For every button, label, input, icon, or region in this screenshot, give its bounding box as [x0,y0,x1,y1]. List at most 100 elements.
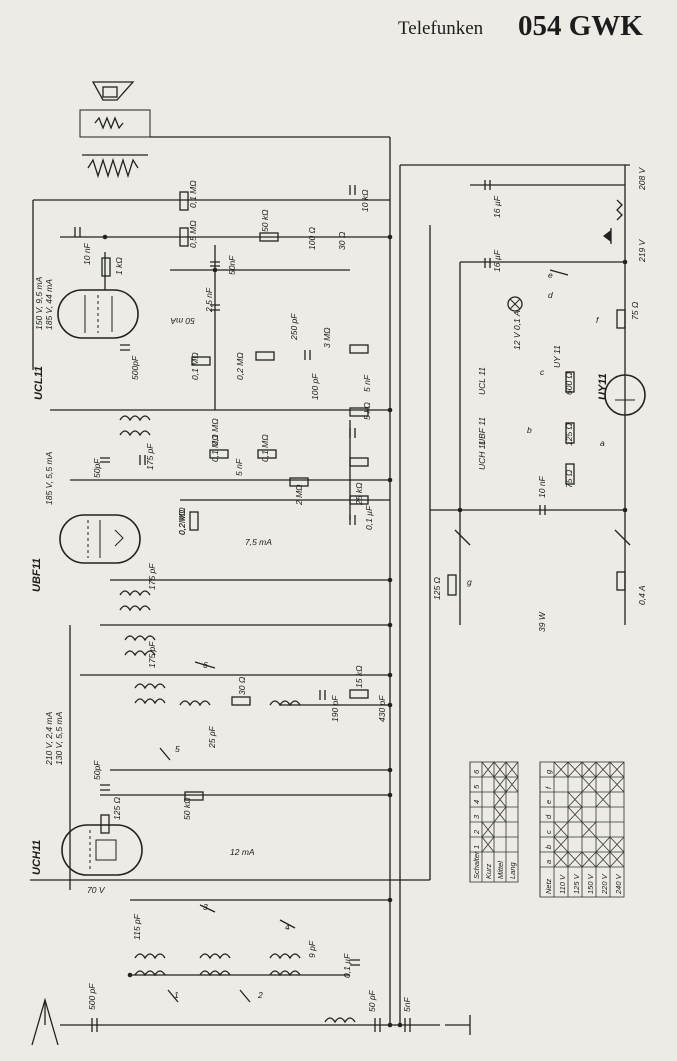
table-x-mark [581,851,597,868]
switch-label: a [600,438,605,448]
main-wiring [30,136,630,1026]
table-row-label: 110 V [558,874,567,894]
switch-label: c [540,367,545,377]
component-value: 50nF [227,255,237,275]
table-row-label: 125 V [572,873,581,894]
switch-label: 5 [175,744,180,754]
operating-point: 7,5 mA [245,537,272,547]
table-header-cell: Netz [544,878,553,894]
switch-label: 6 [203,660,208,670]
table-header-cell: 4 [472,800,481,804]
table-header-cell: Schalter [472,851,481,879]
component-value: 75 Ω [630,301,640,320]
model-label: 054 GWK [518,10,643,42]
power-rating: 39 W [537,611,547,632]
output-transformer [82,154,148,179]
switch-label: e [548,270,553,280]
tube-label-ucl11: UCL11 [33,366,45,400]
table-x-mark [595,851,611,868]
table-header-cell: a [544,860,553,864]
table-x-mark [567,761,583,778]
component-value: 250 pF [289,313,299,341]
table-x-mark [581,776,597,793]
component-value: 50pF [92,760,102,780]
switches [159,269,631,1003]
operating-point: 185 V, 44 mA [44,279,54,330]
table-x-mark [581,821,597,838]
table-x-mark [493,806,507,823]
table-x-mark [581,761,597,778]
table-x-mark [505,761,519,778]
table-header-cell: 5 [472,784,481,789]
table-x-mark [505,776,519,793]
component-value: 175 pF [147,641,157,668]
pilot-lamp-icon [507,296,523,312]
resistors [100,191,626,834]
switch-label: 3 [203,902,208,912]
component-value: 30 Ω [337,231,347,250]
component-value: 3 MΩ [322,327,332,348]
component-value: 0,1 MΩ [260,434,270,462]
tube-label-uch11: UCH11 [31,840,43,875]
table-x-mark [481,821,495,838]
component-value: 5 kΩ [362,402,372,420]
table-x-mark [493,761,507,778]
table-header-cell: f [544,786,553,789]
table-header-cell: g [544,769,553,774]
component-value: 100 pF [310,373,320,400]
switch-label: 1 [174,990,179,1000]
component-value: 500pF [130,355,140,380]
table-x-mark [595,836,611,853]
component-value: 2 MΩ [294,484,304,506]
table-row-label: Kurz [484,863,493,879]
loudspeaker-icon [79,81,151,138]
table-header-cell: d [544,814,553,819]
component-value: 0,1 MΩ [188,180,198,208]
component-value: 25 pF [207,725,217,749]
table-header-cell: 3 [472,814,481,819]
lamp-rating: 12 V 0,1 A [512,310,522,350]
tube-label-uy11: UY11 [597,373,609,400]
operating-point: 210 V, 2,4 mA [44,711,54,766]
component-value: 125 Ω [564,422,574,446]
table-x-mark [567,806,583,823]
component-value: 0,2MΩ [177,509,187,535]
capacitors [74,180,546,1032]
component-value: 5nF [402,997,412,1012]
component-value: 175 pF [145,443,155,470]
table-x-mark [481,836,495,853]
tube-ubf11 [59,514,141,564]
supply-voltage: 208 V [637,166,647,191]
component-value: 0,1 µF [342,953,352,978]
component-value: 0,1 µF [364,505,374,530]
component-value: 115 pF [132,913,142,940]
tube-uch11 [61,824,143,876]
table-x-mark [493,776,507,793]
component-value: 5 nF [234,458,244,476]
table-header-cell: b [544,845,553,849]
component-value: 1 kΩ [114,257,124,275]
component-value: 2,5 nF [204,287,214,313]
component-value: 16 µF [492,195,502,218]
component-value: 30 Ω [237,676,247,695]
operating-point: 130 V, 5,5 mA [54,711,64,765]
table-header-cell: c [544,830,553,834]
table-x-mark [481,761,495,778]
component-value: 175 pF [147,563,157,590]
rectifier-diode-icon [603,199,623,244]
component-value: 75 Ω [564,469,574,488]
table-x-mark [553,851,569,868]
switch-label: 4 [285,922,290,932]
component-value: 10 nF [82,242,92,265]
component-value: 9 pF [307,940,317,958]
table-row-label: 240 V [614,873,623,895]
table-header-cell: e [544,800,553,804]
operating-point: 12 mA [230,847,255,857]
table-x-mark [595,791,611,808]
component-value: 125 Ω [432,576,442,600]
component-value: 15 kΩ [354,665,364,688]
tube-box-label: UCL 11 [477,367,487,395]
tube-box-label: UCH 11 [477,440,487,470]
